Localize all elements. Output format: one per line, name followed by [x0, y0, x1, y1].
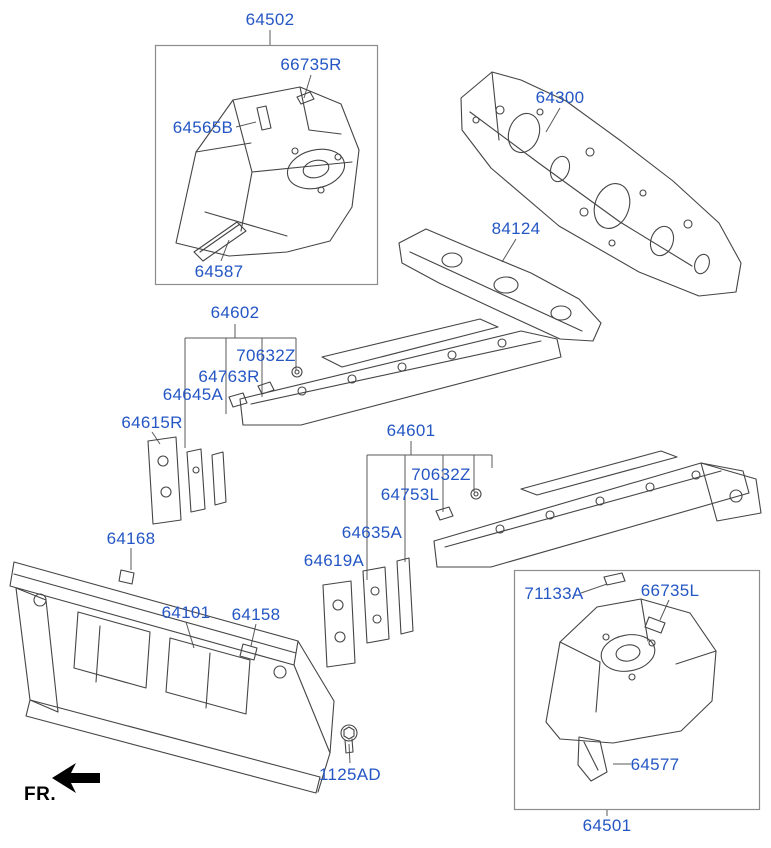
part-label-66735L[interactable]: 66735L	[640, 581, 700, 600]
bolt-drawing	[340, 724, 358, 754]
radiator-support-drawing	[9, 561, 335, 794]
part-label-64635A[interactable]: 64635A	[341, 523, 403, 542]
part-label-64168[interactable]: 64168	[106, 529, 156, 548]
part-64753L-drawing	[435, 506, 454, 521]
part-label-64763R[interactable]: 64763R	[198, 367, 260, 386]
part-label-64158[interactable]: 64158	[231, 605, 281, 624]
part-label-70632Z-upper[interactable]: 70632Z	[236, 346, 296, 365]
part-label-70632Z-lower[interactable]: 70632Z	[411, 465, 471, 484]
part-label-84124[interactable]: 84124	[491, 219, 541, 238]
dash-panel-drawing	[460, 71, 742, 297]
part-label-64619A[interactable]: 64619A	[303, 551, 365, 570]
part-label-64602[interactable]: 64602	[210, 303, 260, 322]
part-64168-drawing	[118, 569, 135, 585]
fender-apron-rh-drawing	[175, 86, 360, 262]
part-label-64615R[interactable]: 64615R	[121, 413, 183, 432]
part-label-64577[interactable]: 64577	[630, 755, 680, 774]
fender-apron-lh-drawing	[545, 572, 717, 782]
part-label-1125AD[interactable]: 1125AD	[319, 765, 381, 784]
part-64577-drawing	[577, 736, 608, 782]
part-66735L-drawing	[644, 616, 666, 634]
part-64158-drawing	[239, 643, 258, 661]
group-box-64502	[154, 44, 379, 286]
part-64763R-drawing	[257, 381, 275, 395]
part-70632Z-upper-drawing	[291, 366, 303, 378]
fr-direction-arrow-icon	[52, 763, 100, 793]
part-label-64753L[interactable]: 64753L	[380, 485, 440, 504]
part-label-64501[interactable]: 64501	[582, 816, 632, 835]
part-64635A-drawing	[362, 566, 390, 644]
fr-indicator-label: FR.	[24, 784, 57, 805]
part-label-64587[interactable]: 64587	[194, 262, 244, 281]
part-label-64300[interactable]: 64300	[535, 88, 585, 107]
part-66735R-drawing	[296, 91, 315, 105]
part-label-64101[interactable]: 64101	[161, 603, 211, 622]
part-64645A-drawing	[228, 392, 248, 408]
part-64587-drawing	[193, 221, 247, 262]
side-member-rh-drawing	[147, 318, 562, 525]
group-box-64501	[513, 569, 761, 811]
part-70632Z-lower-drawing	[470, 488, 482, 500]
cowl-crossmember-drawing	[398, 228, 602, 342]
part-label-64601[interactable]: 64601	[386, 421, 436, 440]
part-64615R-drawing	[147, 436, 182, 525]
part-64619A-drawing	[322, 580, 356, 668]
side-member-lh-drawing	[322, 450, 762, 668]
part-label-66735R[interactable]: 66735R	[280, 55, 342, 74]
part-label-64502[interactable]: 64502	[245, 10, 295, 29]
part-label-71133A[interactable]: 71133A	[524, 584, 584, 603]
part-label-64645A[interactable]: 64645A	[162, 385, 224, 404]
part-label-64565B[interactable]: 64565B	[172, 118, 234, 137]
part-64565B-drawing	[256, 105, 272, 131]
part-71133A-drawing	[603, 572, 626, 586]
